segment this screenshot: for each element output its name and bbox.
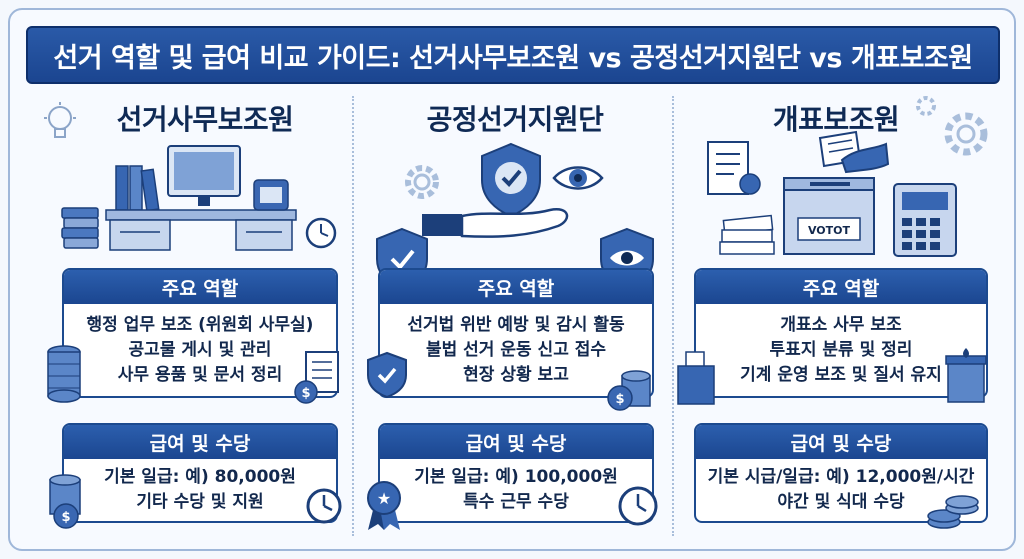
pay-card-counting: 급여 및 수당 기본 시급/일급: 예) 12,000원/시간 야간 및 식대 …	[694, 423, 988, 523]
role-item: 현장 상황 보고	[463, 364, 569, 385]
column-title-assistant: 선거사무보조원	[116, 103, 294, 136]
ballot-box-icon	[677, 351, 715, 405]
coins-icon	[47, 345, 81, 403]
role-item: 투표지 분류 및 정리	[769, 339, 913, 360]
eye-icon	[552, 166, 604, 190]
page-title: 선거 역할 및 급여 비교 가이드: 선거사무보조원 vs 공정선거지원단 vs…	[26, 26, 1000, 84]
clock-icon	[306, 488, 342, 524]
role-item: 불법 선거 운동 신고 접수	[425, 339, 607, 360]
ballot-box-label: VOTOT	[808, 224, 851, 237]
coins-icon: $	[607, 370, 651, 411]
ballot-box-icon	[945, 348, 987, 403]
gear-icon	[405, 165, 439, 199]
coins-icon: $	[49, 474, 81, 529]
pay-item: 기본 일급: 예) 100,000원	[414, 467, 618, 487]
column-divider	[672, 96, 674, 536]
desk-computer-icon	[61, 145, 297, 251]
pay-card-header: 급여 및 수당	[380, 425, 652, 459]
svg-text:$: $	[61, 510, 70, 525]
checklist-icon	[707, 141, 761, 195]
coins-icon	[927, 495, 979, 529]
pay-item: 기타 수당 및 지원	[136, 492, 264, 512]
pay-item: 야간 및 식대 수당	[777, 492, 905, 512]
column-title-fair-election: 공정선거지원단	[426, 103, 604, 136]
shield-check-icon	[481, 142, 541, 218]
role-item: 기계 운영 보조 및 질서 유지	[740, 364, 942, 385]
role-item: 개표소 사무 보조	[780, 314, 902, 335]
award-badge-icon: ★	[367, 481, 401, 530]
column-title-counting-assistant: 개표보조원	[772, 103, 900, 136]
svg-text:★: ★	[377, 489, 391, 508]
ballot-box-icon: VOTOT	[783, 130, 890, 255]
column-divider	[352, 96, 354, 536]
gear-icon	[916, 96, 988, 156]
pay-card-assistant: 급여 및 수당 기본 일급: 예) 80,000원 기타 수당 및 지원	[62, 423, 338, 523]
pay-card-fair-election: 급여 및 수당 기본 일급: 예) 100,000원 특수 근무 수당	[378, 423, 654, 523]
roles-card-fair-election: 주요 역할 선거법 위반 예방 및 감시 활동 불법 선거 운동 신고 접수 현…	[378, 268, 654, 398]
roles-list: 개표소 사무 보조 투표지 분류 및 정리 기계 운영 보조 및 질서 유지	[696, 304, 986, 396]
pay-card-header: 급여 및 수당	[696, 425, 986, 459]
role-item: 선거법 위반 예방 및 감시 활동	[407, 314, 625, 335]
roles-card-header: 주요 역할	[696, 270, 986, 304]
pay-item: 기본 시급/일급: 예) 12,000원/시간	[707, 467, 975, 487]
ballot-stack-icon	[719, 214, 775, 255]
pay-list: 기본 일급: 예) 100,000원 특수 근무 수당	[380, 459, 652, 521]
clock-icon	[618, 486, 658, 526]
pay-card-header: 급여 및 수당	[64, 425, 336, 459]
shield-check-icon	[367, 351, 407, 399]
roles-card-header: 주요 역할	[64, 270, 336, 304]
svg-text:$: $	[615, 392, 624, 407]
roles-card-assistant: 주요 역할 행정 업무 보조 (위원회 사무실) 공고물 게시 및 관리 사무 …	[62, 268, 338, 398]
roles-list: 선거법 위반 예방 및 감시 활동 불법 선거 운동 신고 접수 현장 상황 보…	[380, 304, 652, 396]
svg-text:$: $	[301, 386, 310, 401]
roles-card-counting: 주요 역할 개표소 사무 보조 투표지 분류 및 정리 기계 운영 보조 및 질…	[694, 268, 988, 398]
roles-list: 행정 업무 보조 (위원회 사무실) 공고물 게시 및 관리 사무 용품 및 문…	[64, 304, 336, 396]
pay-item: 특수 근무 수당	[463, 492, 569, 512]
lightbulb-icon	[44, 102, 76, 138]
role-item: 행정 업무 보조 (위원회 사무실)	[86, 314, 314, 335]
document-dollar-icon: $	[294, 351, 339, 404]
clock-icon	[305, 217, 337, 249]
hand-icon	[422, 208, 569, 238]
pay-list: 기본 일급: 예) 80,000원 기타 수당 및 지원	[64, 459, 336, 521]
pay-list: 기본 시급/일급: 예) 12,000원/시간 야간 및 식대 수당	[696, 459, 986, 521]
roles-card-header: 주요 역할	[380, 270, 652, 304]
role-item: 사무 용품 및 문서 정리	[117, 364, 283, 385]
role-item: 공고물 게시 및 관리	[128, 339, 272, 360]
counting-machine-icon	[893, 183, 957, 257]
pay-item: 기본 일급: 예) 80,000원	[104, 467, 296, 487]
